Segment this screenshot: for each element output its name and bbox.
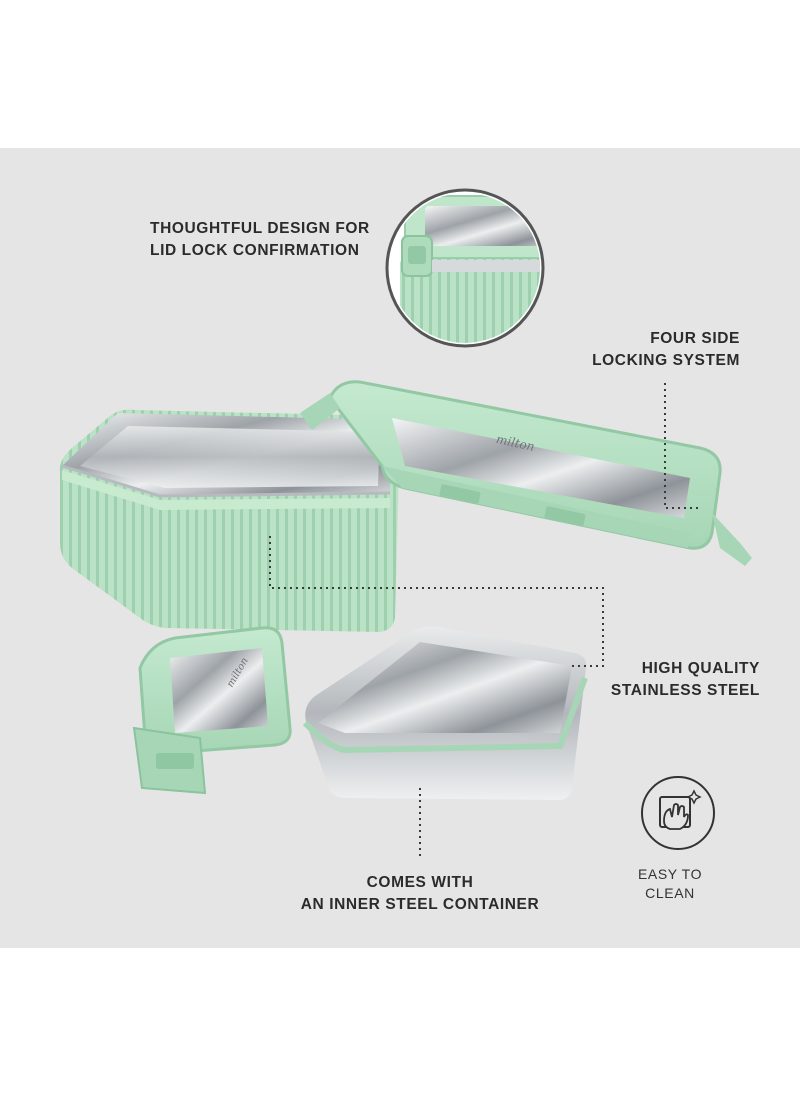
inner-container xyxy=(302,626,588,800)
callout-steel: HIGH QUALITY STAINLESS STEEL xyxy=(560,658,760,702)
main-container xyxy=(59,409,400,632)
inner-lid: milton xyxy=(132,626,292,795)
product-panel: milton milton THOUGHTFUL DESIGN FOR LID … xyxy=(0,148,800,948)
callout-clean: EASY TO CLEAN xyxy=(630,865,710,903)
callout-four-side-line2: LOCKING SYSTEM xyxy=(592,352,740,369)
callout-clean-line1: EASY TO xyxy=(637,866,703,882)
callout-steel-line1: HIGH QUALITY xyxy=(641,660,760,677)
easy-clean-icon xyxy=(641,776,715,850)
main-lid: milton xyxy=(300,380,752,566)
callout-inner-line2: AN INNER STEEL CONTAINER xyxy=(300,896,540,913)
product-illustration: milton milton xyxy=(59,188,752,860)
callout-lid-lock: THOUGHTFUL DESIGN FOR LID LOCK CONFIRMAT… xyxy=(150,218,370,262)
callout-lid-lock-line2: LID LOCK CONFIRMATION xyxy=(150,242,360,259)
callout-four-side: FOUR SIDE LOCKING SYSTEM xyxy=(560,328,740,372)
callout-leaders xyxy=(269,383,700,860)
lid-lock-zoom xyxy=(385,188,545,348)
callout-steel-line2: STAINLESS STEEL xyxy=(610,682,760,699)
callout-inner-line1: COMES WITH xyxy=(366,874,474,891)
callout-clean-line2: CLEAN xyxy=(645,885,695,901)
callout-lid-lock-line1: THOUGHTFUL DESIGN FOR xyxy=(150,220,370,237)
callout-four-side-line1: FOUR SIDE xyxy=(650,330,740,347)
leader-steel xyxy=(269,536,604,667)
callout-inner: COMES WITH AN INNER STEEL CONTAINER xyxy=(290,872,550,916)
